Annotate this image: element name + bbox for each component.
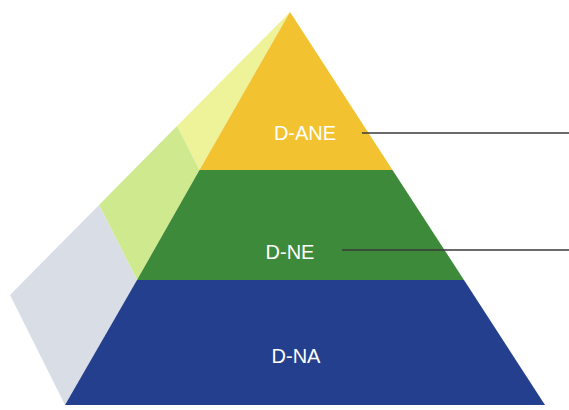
band-shape bbox=[177, 12, 393, 170]
bottom-band: D-NA bbox=[10, 205, 545, 405]
band-label: D-ANE bbox=[274, 121, 336, 145]
top-band: D-ANE bbox=[177, 12, 393, 170]
front-face bbox=[65, 280, 545, 405]
leader-line bbox=[342, 249, 569, 251]
band-shape bbox=[10, 205, 545, 405]
front-face bbox=[200, 12, 393, 170]
band-label: D-NE bbox=[266, 240, 315, 264]
leader-line bbox=[362, 132, 569, 134]
band-label: D-NA bbox=[272, 344, 321, 368]
middle-band: D-NE bbox=[99, 126, 464, 280]
front-face bbox=[137, 170, 464, 280]
